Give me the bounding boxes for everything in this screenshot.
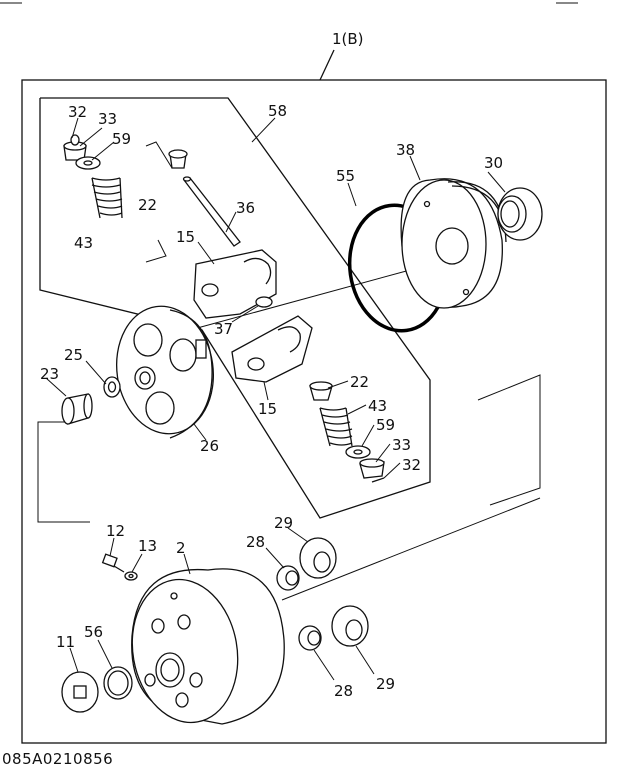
axis-line-lower — [281, 497, 541, 601]
housing-2 — [131, 568, 285, 725]
callout-38: 38 — [396, 141, 415, 159]
callout-59b: 59 — [376, 416, 395, 434]
callout-33a: 33 — [98, 110, 117, 128]
callout-12: 12 — [106, 522, 125, 540]
callout-59a: 59 — [112, 130, 131, 148]
alignment-bracket-left — [37, 421, 90, 523]
assembly-leader — [319, 49, 335, 81]
callout-55: 55 — [336, 167, 355, 185]
callout-37: 37 — [214, 320, 233, 338]
spring-43-lower — [319, 407, 353, 447]
callout-29b: 29 — [376, 675, 395, 693]
callout-15b: 15 — [258, 400, 277, 418]
callout-25: 25 — [64, 346, 83, 364]
callout-28a: 28 — [246, 533, 265, 551]
ring-25 — [103, 376, 121, 398]
shoe-15-lower — [231, 315, 313, 383]
spring-43-upper — [91, 177, 123, 219]
callout-43a: 43 — [74, 234, 93, 252]
plug-23 — [61, 393, 93, 425]
assembly-label: 1(B) — [332, 30, 364, 48]
shoe-15-upper — [193, 249, 277, 319]
washer-59-lower — [345, 445, 371, 459]
leader-43-guide — [145, 239, 167, 263]
callout-30: 30 — [484, 154, 503, 172]
callout-56: 56 — [84, 623, 103, 641]
callout-22b: 22 — [350, 373, 369, 391]
piston-29-lower — [331, 605, 369, 647]
washer-59-upper — [75, 156, 101, 170]
plug-11 — [61, 671, 99, 713]
seat-22-upper — [168, 149, 188, 169]
plug-33-lower — [359, 458, 385, 479]
pin-36 — [182, 176, 241, 247]
plate-26 — [115, 305, 215, 439]
callout-43b: 43 — [368, 397, 387, 415]
alignment-bracket-right — [477, 374, 541, 506]
o-ring-56 — [103, 666, 133, 700]
piston-29-upper — [299, 537, 337, 579]
callout-13: 13 — [138, 537, 157, 555]
pin-32-lower — [371, 477, 385, 483]
seat-22-lower — [309, 381, 333, 401]
leader-22-guide — [145, 141, 173, 169]
bearing-30 — [497, 187, 543, 241]
leader-lines — [45, 117, 506, 681]
callout-29a: 29 — [274, 514, 293, 532]
callout-23: 23 — [40, 365, 59, 383]
drawing-code: 085A0210856 — [2, 750, 113, 768]
callout-15a: 15 — [176, 228, 195, 246]
callout-32a: 32 — [68, 103, 87, 121]
plug-33-upper — [63, 134, 87, 161]
bolt-12 — [101, 553, 125, 573]
callout-32b: 32 — [402, 456, 421, 474]
assembly-frame — [21, 79, 607, 744]
callout-2: 2 — [176, 539, 186, 557]
axis-line-upper — [189, 269, 411, 331]
washer-13 — [124, 571, 138, 581]
callout-58: 58 — [268, 102, 287, 120]
callout-26: 26 — [200, 437, 219, 455]
subassembly-boundary — [39, 97, 431, 519]
piston-28-upper — [276, 565, 300, 591]
cover-38 — [400, 178, 507, 309]
callout-22a: 22 — [138, 196, 157, 214]
callout-11: 11 — [56, 633, 75, 651]
callout-28b: 28 — [334, 682, 353, 700]
callout-36: 36 — [236, 199, 255, 217]
piston-28-lower — [298, 625, 322, 651]
callout-labels: 32 33 59 22 43 58 36 15 38 30 55 37 25 2… — [40, 102, 503, 700]
callout-33b: 33 — [392, 436, 411, 454]
